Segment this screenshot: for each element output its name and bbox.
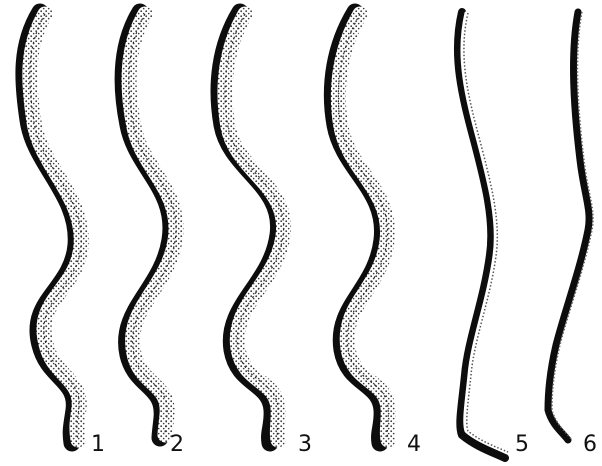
wave-2-label: 2	[170, 432, 184, 457]
wave-1-label: 1	[91, 432, 105, 457]
wave-6-label: 6	[583, 432, 597, 457]
wave-1-stipple	[30, 14, 81, 440]
wave-3: 3	[219, 12, 312, 457]
wave-2-stipple	[129, 14, 176, 435]
wave-6: 6	[548, 12, 597, 457]
wave-3-label: 3	[298, 432, 312, 457]
wave-2: 2	[123, 12, 184, 457]
wave-5-label: 5	[515, 432, 529, 457]
wave-5: 5	[458, 12, 529, 458]
wave-4-label: 4	[407, 432, 421, 457]
wave-1: 1	[24, 12, 105, 457]
wave-5-stipple-edge	[464, 13, 508, 452]
wave-4: 4	[332, 12, 421, 457]
wave-5-inner	[462, 13, 506, 452]
wave-6-shadow	[548, 12, 589, 440]
